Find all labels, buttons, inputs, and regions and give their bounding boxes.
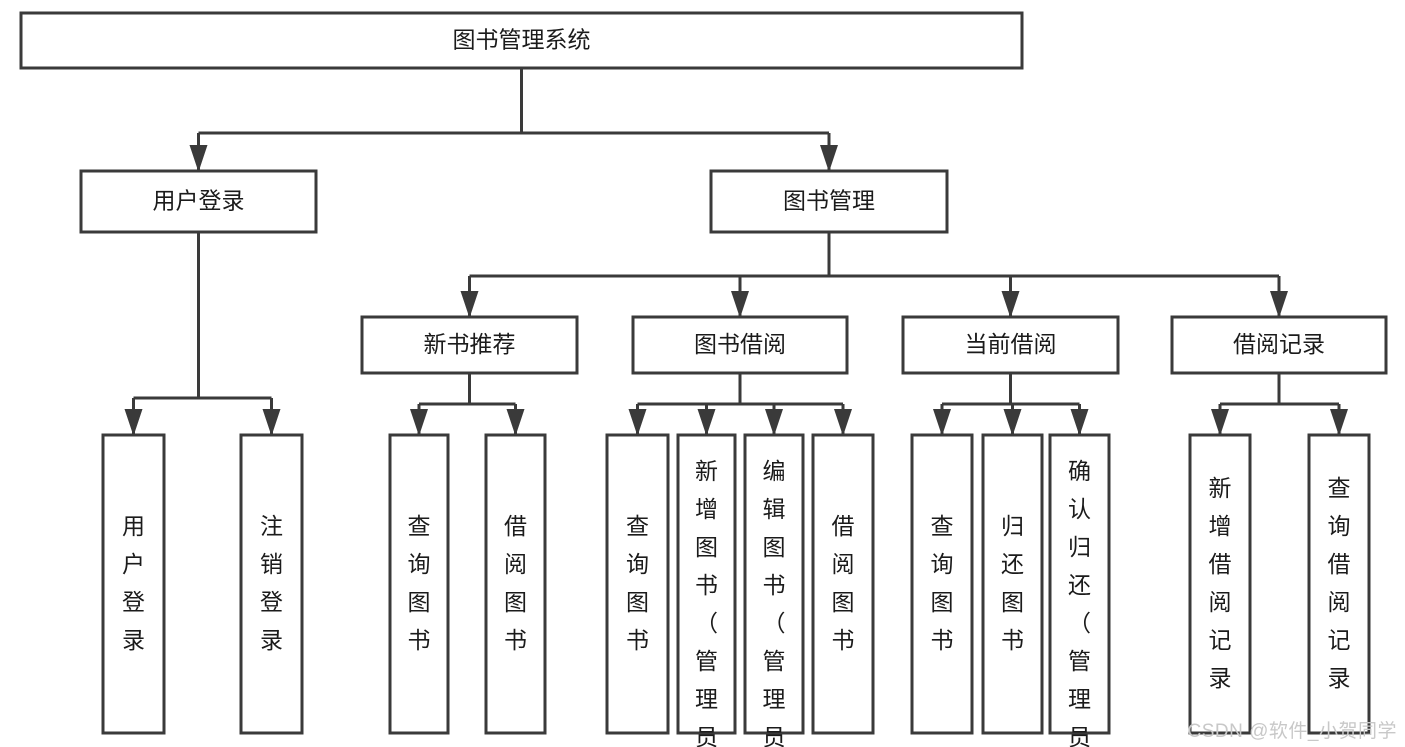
arrow-head-icon	[820, 145, 838, 172]
csdn-watermark: CSDN @软件_小贺同学	[1187, 721, 1397, 742]
arrow-head-icon	[1330, 409, 1348, 436]
node-label-leaf-query-book-2: 查询图书	[626, 513, 649, 653]
node-label-leaf-query-book-1: 查询图书	[408, 513, 431, 653]
node-box-leaf-return-book[interactable]	[981, 433, 1044, 735]
arrow-head-icon	[933, 409, 951, 436]
node-box-user-login[interactable]	[79, 169, 318, 234]
node-label-new-book-recommend: 新书推荐	[424, 331, 516, 357]
node-leaf-user-login[interactable]: 用户登录	[101, 433, 166, 735]
node-box-leaf-user-login[interactable]	[101, 433, 166, 735]
arrow-head-icon	[1070, 409, 1089, 436]
arrow-head-icon	[731, 291, 749, 318]
node-box-leaf-query-borrow-record[interactable]	[1307, 433, 1371, 735]
node-leaf-borrow-book-2[interactable]: 借阅图书	[811, 433, 875, 735]
node-leaf-add-book[interactable]: 新增图书（管理员）	[676, 433, 737, 747]
node-label-book-manage: 图书管理	[783, 188, 875, 214]
node-label-leaf-confirm-return: 确认归还（管理员）	[1068, 458, 1091, 747]
node-label-leaf-edit-book: 编辑图书（管理员）	[763, 458, 786, 747]
node-box-leaf-borrow-book-2[interactable]	[811, 433, 875, 735]
node-box-book-manage[interactable]	[709, 169, 949, 234]
node-label-leaf-user-logout: 注销登录	[260, 513, 283, 653]
arrow-head-icon	[460, 291, 479, 318]
arrow-head-icon	[1270, 291, 1288, 318]
node-label-leaf-user-login: 用户登录	[122, 513, 145, 653]
node-leaf-edit-book[interactable]: 编辑图书（管理员）	[743, 433, 805, 747]
node-box-leaf-add-book[interactable]	[676, 433, 737, 735]
arrow-head-icon	[1003, 409, 1022, 436]
node-box-leaf-add-borrow-record[interactable]	[1188, 433, 1252, 735]
node-box-leaf-user-logout[interactable]	[239, 433, 304, 735]
node-box-new-book-recommend[interactable]	[360, 315, 579, 375]
node-leaf-query-borrow-record[interactable]: 查询借阅记录	[1307, 433, 1371, 735]
node-new-book-recommend[interactable]: 新书推荐	[360, 315, 579, 375]
node-label-user-login: 用户登录	[153, 188, 245, 214]
arrow-head-icon	[834, 409, 852, 436]
node-leaf-user-logout[interactable]: 注销登录	[239, 433, 304, 735]
node-box-book-borrow[interactable]	[631, 315, 849, 375]
node-label-current-borrow: 当前借阅	[965, 331, 1057, 357]
node-leaf-borrow-book-1[interactable]: 借阅图书	[484, 433, 547, 735]
node-book-manage[interactable]: 图书管理	[709, 169, 949, 234]
node-borrow-record[interactable]: 借阅记录	[1170, 315, 1388, 375]
arrow-head-icon	[1001, 291, 1020, 318]
node-label-borrow-record: 借阅记录	[1233, 331, 1325, 357]
arrow-head-icon	[189, 145, 208, 172]
node-label-leaf-borrow-book-2: 借阅图书	[832, 513, 855, 653]
node-leaf-confirm-return[interactable]: 确认归还（管理员）	[1048, 433, 1111, 747]
node-label-root: 图书管理系统	[453, 27, 591, 53]
node-label-leaf-query-book-3: 查询图书	[931, 513, 954, 653]
node-layer: 图书管理系统用户登录图书管理新书推荐图书借阅当前借阅借阅记录用户登录注销登录查询…	[19, 11, 1388, 747]
arrow-head-icon	[765, 409, 783, 436]
node-box-leaf-borrow-book-1[interactable]	[484, 433, 547, 735]
node-box-leaf-edit-book[interactable]	[743, 433, 805, 735]
node-leaf-add-borrow-record[interactable]: 新增借阅记录	[1188, 433, 1252, 735]
node-label-book-borrow: 图书借阅	[694, 331, 786, 357]
node-box-leaf-query-book-2[interactable]	[605, 433, 670, 735]
arrow-head-icon	[1211, 409, 1229, 436]
arrow-head-icon	[697, 409, 716, 436]
node-label-leaf-return-book: 归还图书	[1001, 513, 1024, 653]
node-leaf-query-book-3[interactable]: 查询图书	[910, 433, 974, 735]
node-leaf-query-book-1[interactable]: 查询图书	[388, 433, 450, 735]
node-label-leaf-borrow-book-1: 借阅图书	[504, 513, 527, 653]
node-box-current-borrow[interactable]	[901, 315, 1120, 375]
arrow-head-icon	[628, 409, 647, 436]
node-current-borrow[interactable]: 当前借阅	[901, 315, 1120, 375]
arrow-head-icon	[262, 409, 281, 436]
node-label-leaf-query-borrow-record: 查询借阅记录	[1328, 475, 1351, 691]
node-leaf-return-book[interactable]: 归还图书	[981, 433, 1044, 735]
node-book-borrow[interactable]: 图书借阅	[631, 315, 849, 375]
node-label-leaf-add-borrow-record: 新增借阅记录	[1209, 475, 1232, 691]
node-leaf-query-book-2[interactable]: 查询图书	[605, 433, 670, 735]
arrow-head-icon	[124, 409, 143, 436]
arrow-head-icon	[410, 409, 428, 436]
node-box-root[interactable]	[19, 11, 1024, 70]
node-box-leaf-query-book-3[interactable]	[910, 433, 974, 735]
node-box-borrow-record[interactable]	[1170, 315, 1388, 375]
node-label-leaf-add-book: 新增图书（管理员）	[695, 458, 718, 747]
node-box-leaf-confirm-return[interactable]	[1048, 433, 1111, 735]
arrow-head-icon	[506, 409, 525, 436]
node-user-login[interactable]: 用户登录	[79, 169, 318, 234]
node-box-leaf-query-book-1[interactable]	[388, 433, 450, 735]
node-root[interactable]: 图书管理系统	[19, 11, 1024, 70]
edge-layer	[124, 68, 1348, 436]
